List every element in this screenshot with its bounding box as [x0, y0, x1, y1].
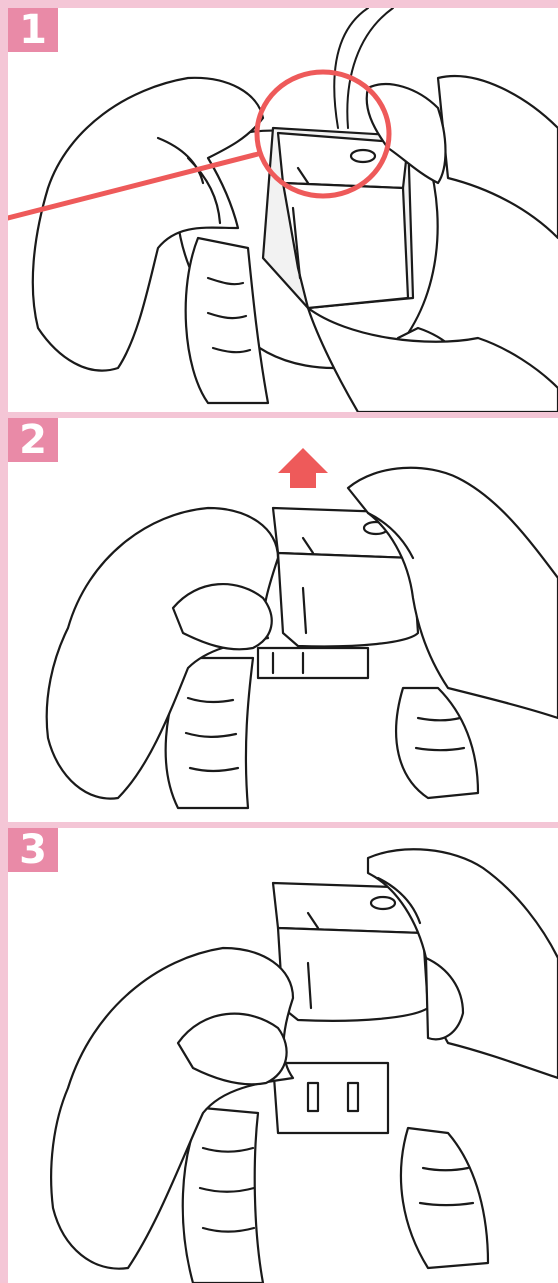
pak-front: [278, 553, 418, 646]
pak-slot: [351, 150, 375, 162]
step-3-panel: 3: [8, 828, 558, 1283]
step-3-illustration: [8, 828, 558, 1283]
step-1-illustration: [8, 8, 558, 412]
controller-slot: [258, 648, 368, 678]
connector-left: [308, 1083, 318, 1111]
controller-grip-right: [396, 688, 478, 798]
cord: [334, 8, 368, 128]
step-number-badge: 1: [8, 8, 58, 52]
controller-grip-left: [183, 1108, 263, 1283]
right-hand: [438, 76, 558, 238]
pak-slot: [371, 897, 395, 909]
step-number-badge: 3: [8, 828, 58, 872]
arrow-up-icon: [278, 448, 328, 488]
controller-grip-right: [401, 1128, 488, 1268]
step-2-illustration: [8, 418, 558, 822]
step-1-panel: 1: [8, 8, 558, 412]
pak-front: [278, 928, 428, 1021]
connector-right: [348, 1083, 358, 1111]
step-2-panel: 2: [8, 418, 558, 822]
step-number-badge: 2: [8, 418, 58, 462]
